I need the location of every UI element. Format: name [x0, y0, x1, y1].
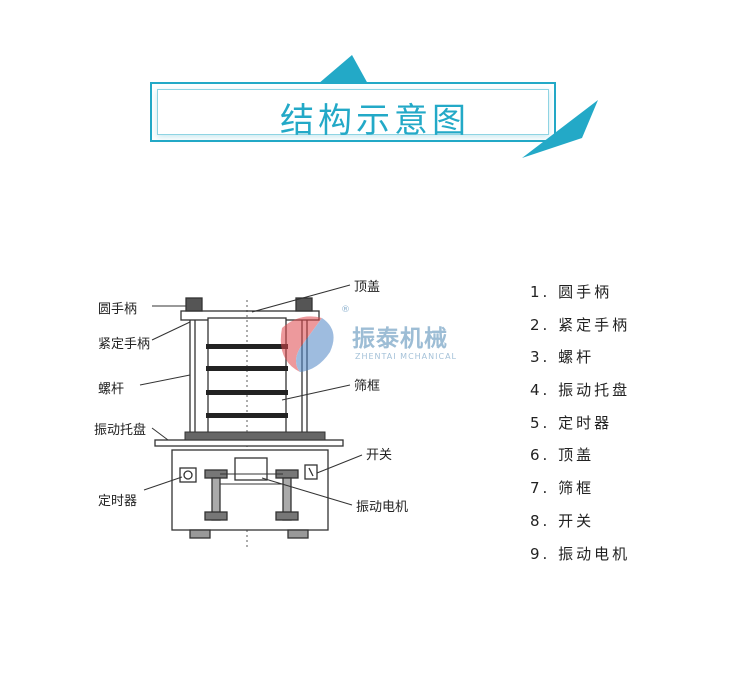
label-sieve-frame: 筛框: [354, 379, 381, 394]
leader-motor: [261, 477, 353, 506]
timer-dial: [183, 470, 193, 480]
base-foot-right: [287, 529, 309, 539]
base-foot-left: [189, 529, 211, 539]
label-switch: 开关: [366, 448, 393, 463]
label-screw-rod: 螺杆: [98, 382, 125, 397]
leader-clamp: [151, 321, 191, 341]
sieve-bar-4: [206, 413, 288, 418]
label-top-cover: 顶盖: [354, 280, 381, 295]
legend-item: 5. 定时器: [530, 413, 613, 432]
legend-item: 3. 螺杆: [530, 348, 595, 367]
legend-item: 4. 振动托盘: [530, 381, 631, 400]
page-title: 结构示意图: [280, 101, 470, 141]
legend-item: 1. 圆手柄: [530, 283, 613, 301]
right-knob: [295, 297, 313, 312]
right-spring-base: [275, 511, 299, 521]
legend-item: 8. 开关: [530, 511, 595, 530]
left-spring-base: [204, 511, 228, 521]
watermark-logo-mark: [280, 316, 334, 372]
leader-top-cover: [251, 284, 351, 313]
legend-item: 7. 筛框: [530, 479, 595, 498]
label-clamp-handle: 紧定手柄: [98, 337, 151, 352]
watermark-registered: ®: [341, 305, 350, 315]
sieve-bar-1: [206, 344, 288, 349]
sieve-bar-3: [206, 390, 288, 395]
vibrating-tray-plate: [154, 439, 344, 447]
leader-tray: [151, 427, 169, 441]
timer-box: [179, 467, 197, 483]
legend-item: 2. 紧定手柄: [530, 315, 631, 334]
motor-body: [234, 457, 268, 481]
watermark-name-cn: 振泰机械: [352, 326, 448, 352]
title-banner: [150, 82, 556, 142]
label-vibrating-tray: 振动托盘: [94, 423, 147, 438]
legend-item: 9. 振动电机: [530, 544, 631, 563]
sieve-stack: [207, 317, 287, 441]
legend-item: 6. 顶盖: [530, 446, 595, 465]
leader-sieve: [281, 384, 351, 401]
label-motor: 振动电机: [356, 500, 409, 515]
watermark-name-en: ZHENTAI MCHANICAL: [355, 352, 458, 361]
sieve-bar-2: [206, 366, 288, 371]
left-knob: [185, 297, 203, 312]
switch-slot: [308, 467, 314, 477]
leader-timer: [143, 476, 183, 491]
leader-switch: [316, 454, 363, 474]
label-handle: 圆手柄: [98, 302, 138, 317]
legend-list: 1. 圆手柄 2. 紧定手柄 3. 螺杆 4. 振动托盘 5. 定时器 6. 顶…: [530, 282, 630, 576]
leader-rod: [139, 374, 191, 386]
label-timer: 定时器: [98, 494, 138, 509]
tray-top-block: [184, 431, 326, 441]
